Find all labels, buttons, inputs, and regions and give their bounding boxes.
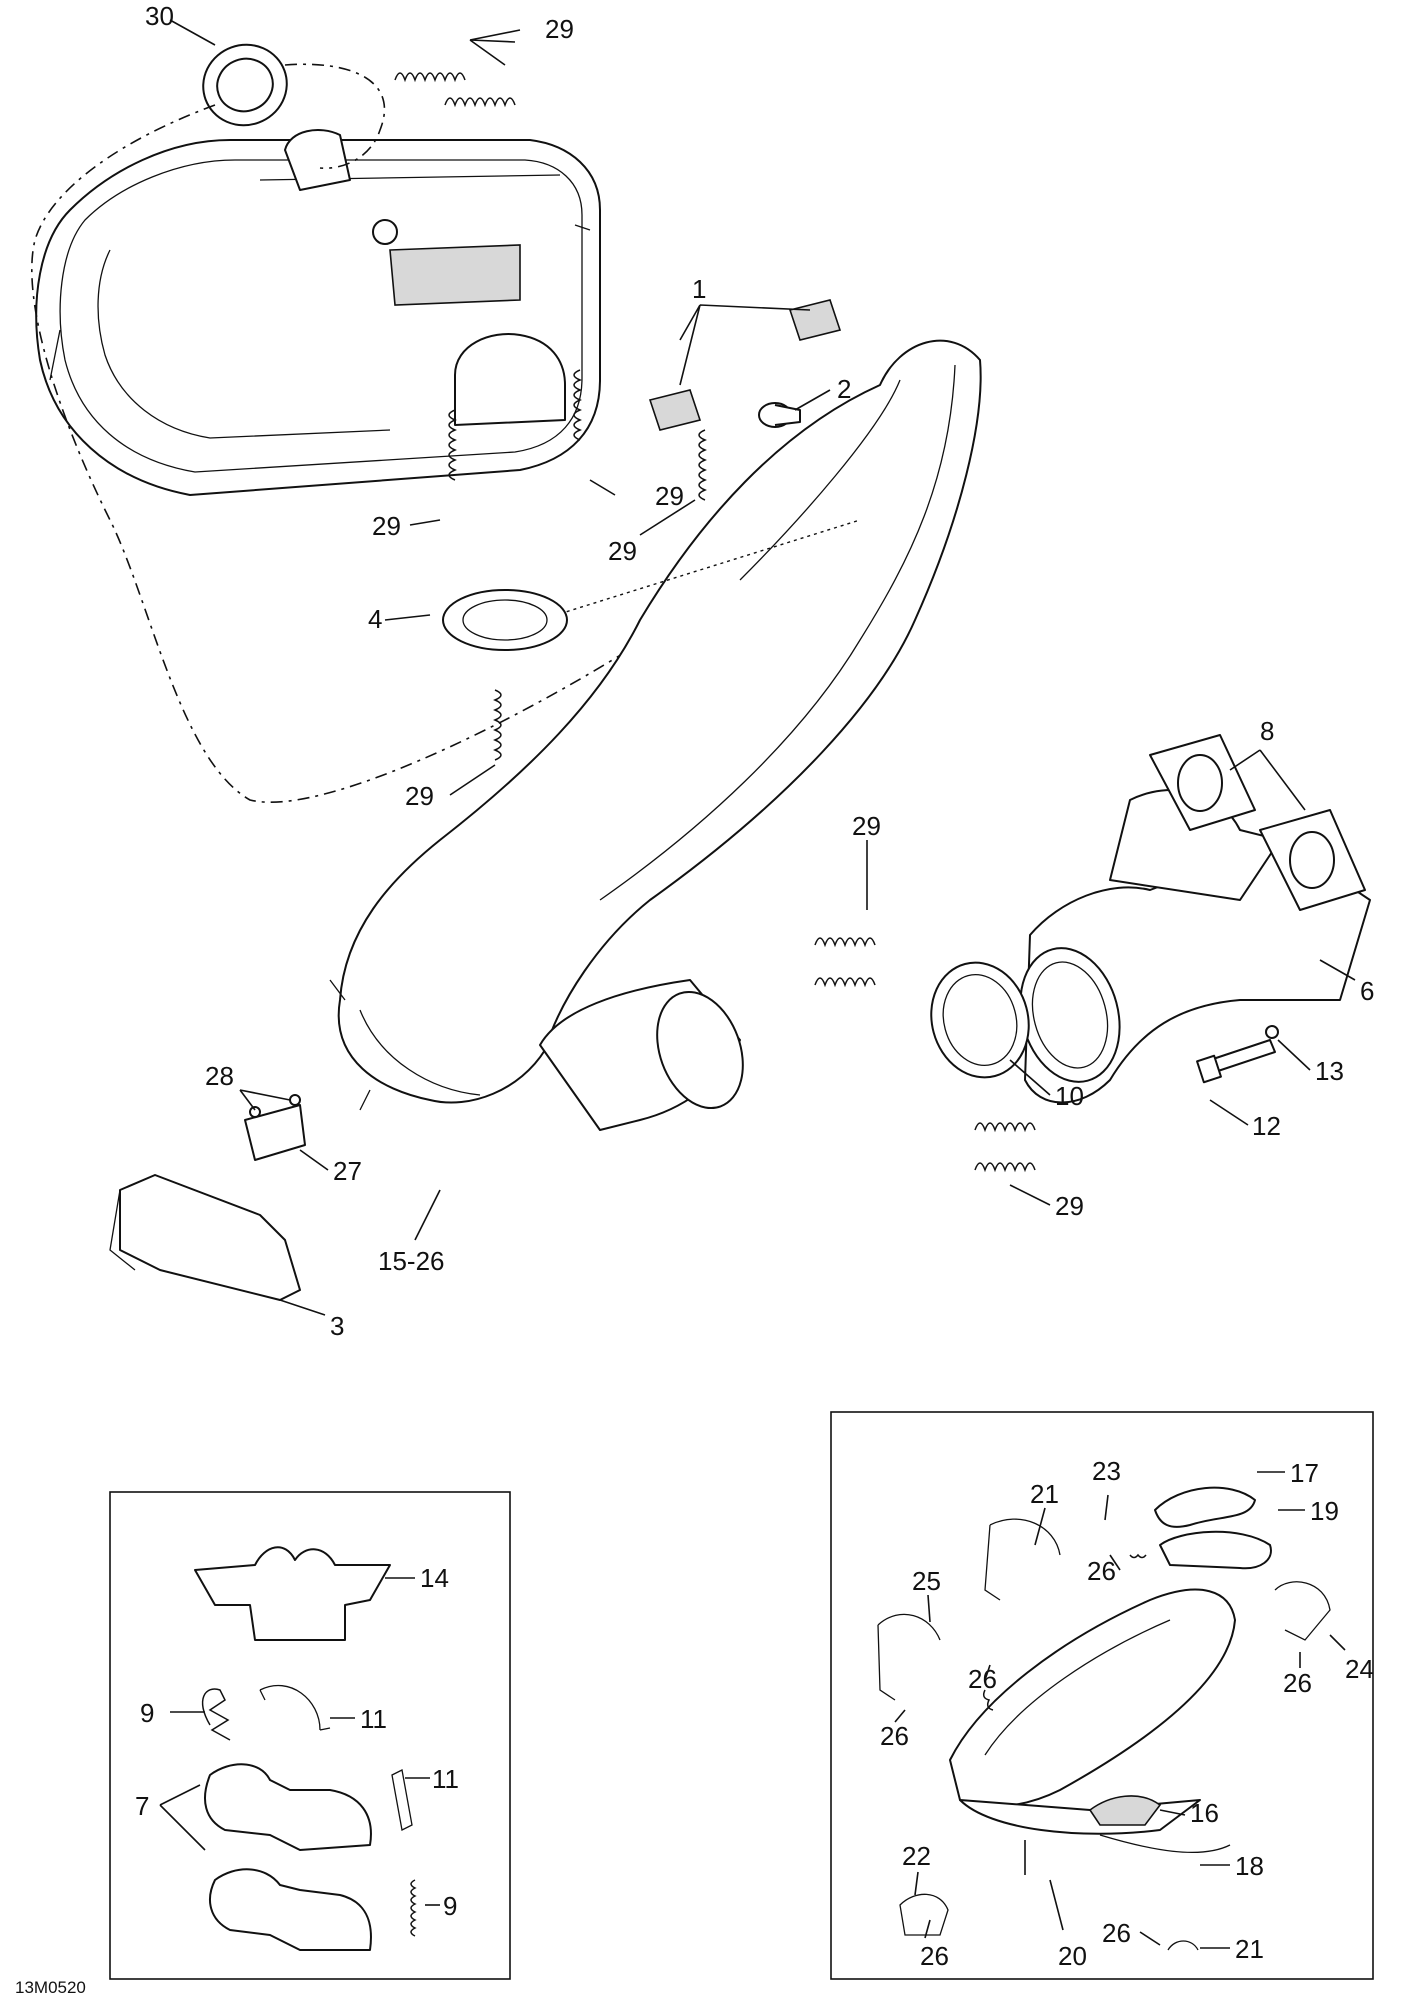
muffler — [35, 129, 601, 496]
assembly-dashed-outline — [31, 104, 691, 803]
callout-23: 23 — [1092, 1456, 1121, 1486]
inset-box-left — [109, 1491, 511, 1980]
callout-29: 29 — [372, 511, 401, 541]
callout-29: 29 — [405, 781, 434, 811]
callout-12: 12 — [1252, 1111, 1281, 1141]
callout-26: 26 — [880, 1721, 909, 1751]
callout-11: 11 — [360, 1704, 387, 1734]
callout-labels: 30 29 1 2 29 29 29 4 29 8 29 6 13 10 12 … — [15, 1, 1374, 1997]
callout-17: 17 — [1290, 1458, 1319, 1488]
callout-29: 29 — [852, 811, 881, 841]
callout-26: 26 — [968, 1664, 997, 1694]
callout-20: 20 — [1058, 1941, 1087, 1971]
grommet-1 — [648, 299, 842, 431]
callout-2: 2 — [837, 374, 851, 404]
callout-15-26: 15-26 — [378, 1246, 445, 1276]
spring-29-top — [394, 72, 516, 108]
diagram-code: 13M0520 — [15, 1978, 86, 1997]
callout-10: 10 — [1055, 1081, 1084, 1111]
callout-9: 9 — [140, 1698, 154, 1728]
inset-left-parts — [159, 1546, 440, 1951]
exhaust-pipe-15-26 — [329, 339, 982, 1131]
callout-16: 16 — [1190, 1798, 1219, 1828]
callout-29: 29 — [1055, 1191, 1084, 1221]
callout-19: 19 — [1310, 1496, 1339, 1526]
callout-29: 29 — [608, 536, 637, 566]
callout-9: 9 — [443, 1891, 457, 1921]
inset-right-leaders — [894, 1471, 1346, 1949]
callout-26: 26 — [1102, 1918, 1131, 1948]
callout-24: 24 — [1345, 1654, 1374, 1684]
callout-4: 4 — [368, 604, 382, 634]
callout-3: 3 — [330, 1311, 344, 1341]
callout-8: 8 — [1260, 716, 1274, 746]
inset-box-right — [830, 1411, 1374, 1980]
leader-lines — [169, 19, 1356, 1316]
callout-1: 1 — [692, 274, 706, 304]
callout-7: 7 — [135, 1791, 149, 1821]
callout-29: 29 — [545, 14, 574, 44]
callout-21: 21 — [1030, 1479, 1059, 1509]
callout-29: 29 — [655, 481, 684, 511]
inset-right-parts — [877, 1486, 1331, 1951]
callout-26: 26 — [1283, 1668, 1312, 1698]
callout-6: 6 — [1360, 976, 1374, 1006]
callout-11: 11 — [432, 1764, 459, 1794]
gasket-ring-30 — [202, 43, 288, 127]
plate-27 — [244, 1094, 306, 1161]
callout-21: 21 — [1235, 1934, 1264, 1964]
callout-13: 13 — [1315, 1056, 1344, 1086]
ring-4 — [442, 589, 568, 651]
gasket-ring-10 — [930, 961, 1030, 1079]
callout-26: 26 — [920, 1941, 949, 1971]
exhaust-manifold-6 — [1019, 789, 1371, 1104]
callout-28: 28 — [205, 1061, 234, 1091]
bolt-12 — [1196, 1039, 1276, 1084]
bumper-2 — [758, 402, 801, 428]
bracket-3 — [109, 1174, 301, 1301]
callout-18: 18 — [1235, 1851, 1264, 1881]
callout-22: 22 — [902, 1841, 931, 1871]
callout-30: 30 — [145, 1, 174, 31]
washer-13 — [1265, 1025, 1279, 1039]
callout-26: 26 — [1087, 1556, 1116, 1586]
callout-25: 25 — [912, 1566, 941, 1596]
gasket-8 — [1149, 734, 1366, 911]
callout-27: 27 — [333, 1156, 362, 1186]
spring-29 — [448, 369, 1036, 1173]
callout-14: 14 — [420, 1563, 449, 1593]
